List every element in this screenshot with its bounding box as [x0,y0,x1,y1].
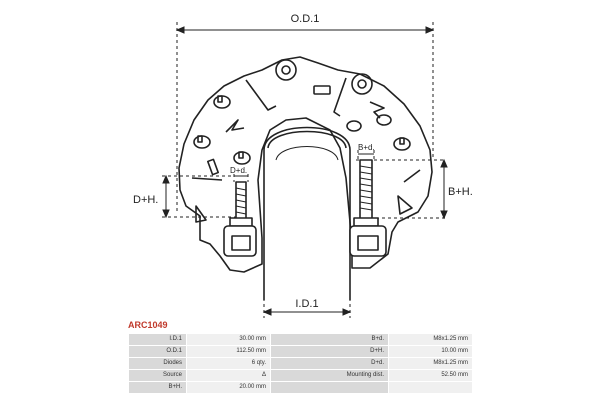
d-plus-bolt [223,181,257,257]
spec-label: Mounting dist. [270,369,389,382]
spec-value: M8x1.25 mm [388,333,473,346]
spec-label [270,381,389,394]
b-diameter-label: B+d. [358,143,375,152]
spec-label: B+d. [270,333,389,346]
spec-value: M8x1.25 mm [388,357,473,370]
terminal-hole [275,59,297,81]
spec-value: 112.50 mm [186,345,271,358]
spec-label: D+H. [270,345,389,358]
center-column-rim [267,130,347,149]
mounting-tab [397,195,413,215]
spec-row: B+H.20.00 mm [128,381,473,394]
segment-divider [403,169,421,183]
segment-divider [245,79,277,111]
spec-label: Diodes [128,357,187,370]
terminal-hole [351,73,373,95]
spec-label: Source [128,369,187,382]
arrow-mark [225,119,245,133]
rectifier-body-outline [178,56,433,273]
terminal-slot [313,85,331,95]
spec-value: 6 qty. [186,357,271,370]
spec-label: I.D.1 [128,333,187,346]
d-diameter-label: D+d. [230,166,247,175]
diode-pad [346,120,362,132]
center-column [263,126,351,300]
spec-value [388,381,473,394]
spec-value: Δ [186,369,271,382]
mounting-tab [195,205,207,223]
spec-value: 52.50 mm [388,369,473,382]
b-plus-bolt [349,159,387,257]
segment-divider [333,77,347,117]
diode-pad [376,114,392,126]
b-height-label: B+H. [448,186,473,198]
id-label: I.D.1 [295,298,318,310]
spec-label: B+H. [128,381,187,394]
spec-value: 20.00 mm [186,381,271,394]
od-label: O.D.1 [291,13,320,25]
part-code: ARC1049 [128,320,168,330]
terminal-slot [206,158,220,176]
d-height-label: D+H. [133,194,158,206]
spec-value: 10.00 mm [388,345,473,358]
segment-divider [191,177,223,181]
spec-label: D+d. [270,357,389,370]
arrow-mark [369,101,385,119]
spec-label: O.D.1 [128,345,187,358]
spec-value: 30.00 mm [186,333,271,346]
